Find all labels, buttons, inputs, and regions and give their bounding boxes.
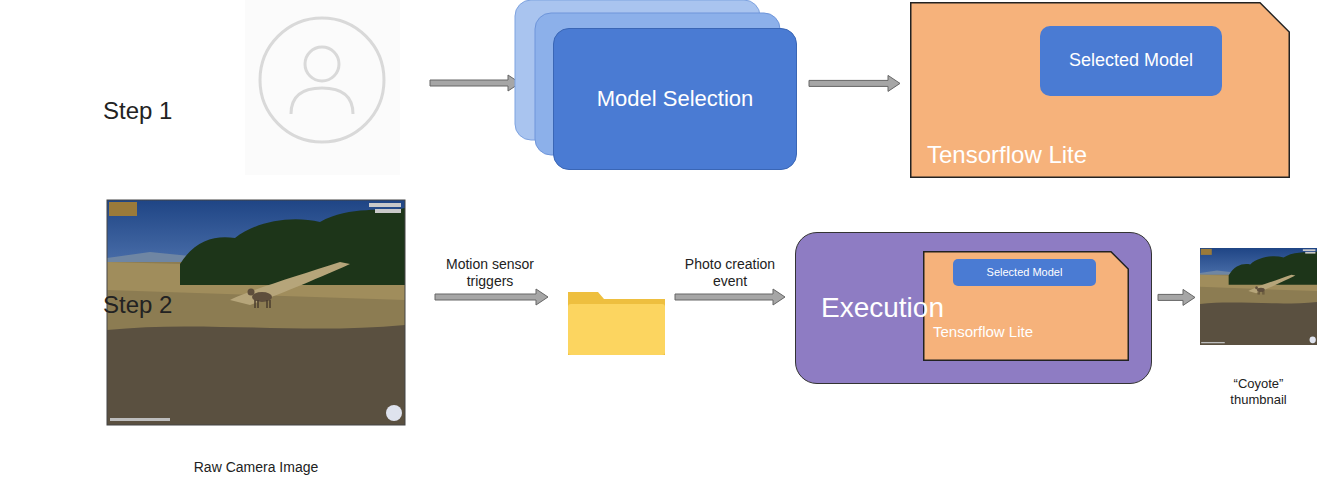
execution-box: ExecutionTensorflow Lite Selected Model [795,232,1152,384]
node-text: “Coyote” thumbnail [1219,376,1299,407]
step-label: Step 1 [103,97,172,126]
node-text: Tensorflow Lite [927,141,1087,170]
flow-arrow [1158,289,1195,305]
arrow-label: Photo creation event [678,256,782,290]
camera-image: Raw Camera Image [107,200,405,476]
node-text: Selected Model [1069,50,1193,72]
process-box: Model Selection [553,28,797,170]
folded-outline [924,252,1129,361]
flow-arrow [809,75,900,91]
node-text: Selected Model [987,266,1063,279]
folded-outline [911,3,1290,178]
runtime-box: Tensorflow Lite Selected Model [923,251,1129,361]
arrow-label: Motion sensor triggers [437,256,543,290]
thumbnail-image: “Coyote” thumbnail [1200,248,1317,410]
node-text: Execution [821,291,944,325]
runtime-box: Tensorflow Lite Selected Model [910,2,1290,178]
node-text: Raw Camera Image [194,459,319,476]
node-text: Model Selection [597,86,754,112]
step-label: Step 2 [103,291,172,320]
model-box: Selected Model [1040,26,1222,96]
model-box: Selected Model [953,259,1096,286]
node-text: Tensorflow Lite [933,323,1033,341]
